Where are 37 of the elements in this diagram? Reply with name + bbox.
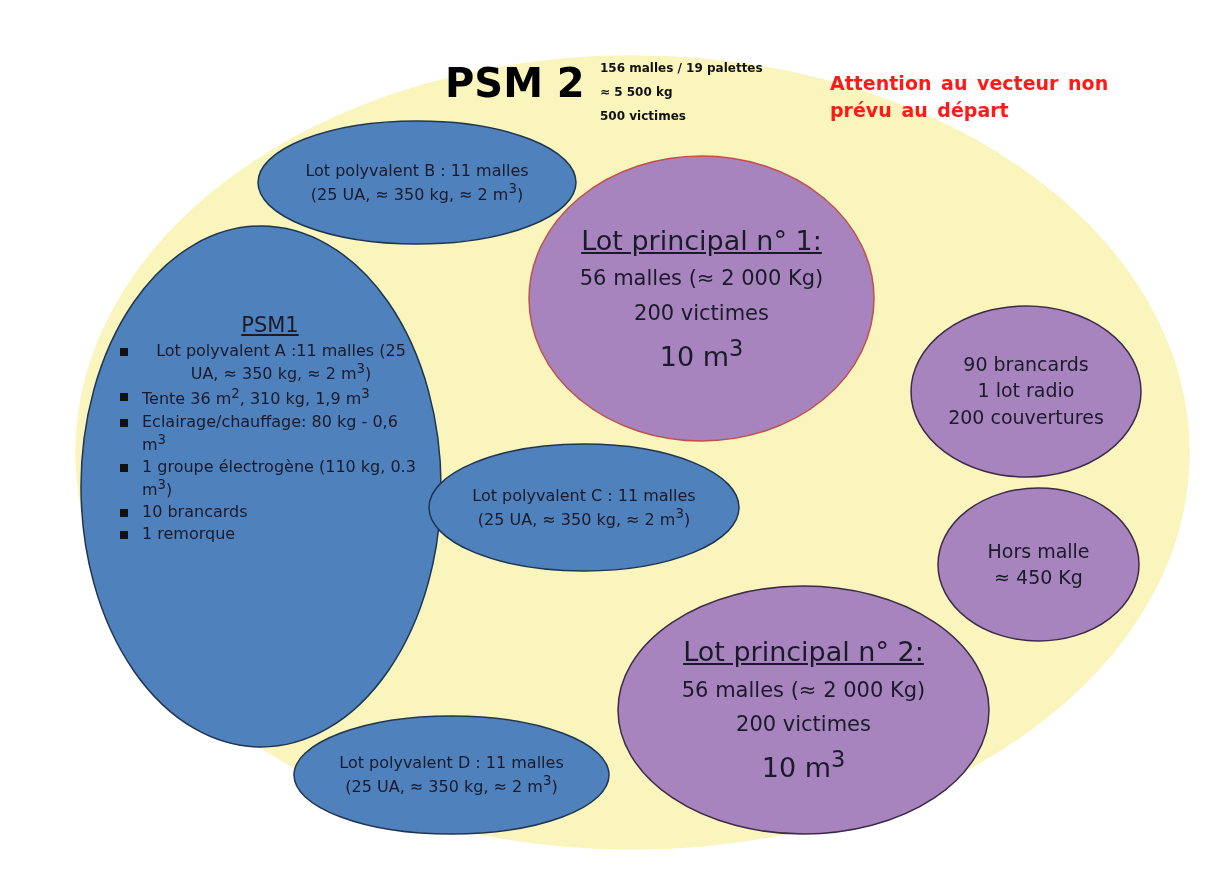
ellipse-text: 56 malles (≈ 2 000 Kg) — [681, 676, 926, 703]
ellipse-text: ≈ 450 Kg — [994, 566, 1083, 590]
heading: Lot principal n° 1: — [581, 223, 822, 258]
ellipse-text: 1 lot radio — [977, 379, 1075, 404]
ellipse-shape — [528, 155, 875, 442]
ellipse-text: 10 m$^{3}$ — [659, 333, 744, 374]
ellipse-text: Lot polyvalent D : 11 malles (25 UA, ≈ 350 kg, ≈ 2 m$^{3}$) — [338, 753, 565, 797]
list-item: 1 groupe électrogène (110 kg, 0.3 m$^{3}$) — [142, 457, 417, 501]
stat-text: 500 victimes — [600, 109, 686, 123]
list-item: 1 remorque — [142, 524, 236, 545]
stat-text: ≈ 5 500 kg — [600, 85, 673, 99]
heading: PSM1 — [241, 313, 299, 337]
ellipse-text: 200 victimes — [736, 711, 871, 738]
ellipse-shape — [80, 225, 442, 748]
list-item: 10 brancards — [142, 502, 248, 523]
ellipse-shape — [257, 120, 577, 245]
list-item: Lot polyvalent A :11 malles (25 UA, ≈ 350 kg, ≈ 2 m$^{3}$) — [155, 341, 407, 385]
group-ellipse — [75, 55, 1190, 850]
ellipse-text: Hors malle — [987, 539, 1090, 563]
ellipse-shape — [293, 715, 610, 835]
ellipse-text: 90 brancards — [963, 352, 1089, 377]
ellipse-text: 10 m$^{3}$ — [761, 745, 846, 785]
list-item: Eclairage/chauffage: 80 kg - 0,6 m$^{3}$ — [142, 411, 399, 455]
ellipse-shape — [910, 305, 1142, 478]
ellipse-text: 200 couvertures — [948, 406, 1104, 431]
ellipse-shape — [617, 585, 990, 835]
ellipse-text: Lot polyvalent C : 11 malles (25 UA, ≈ 350 kg, ≈ 2 m$^{3}$) — [471, 485, 697, 530]
warning-note: Attention au vecteur non prévu au départ — [830, 71, 1110, 123]
ellipse-text: Lot polyvalent B : 11 malles (25 UA, ≈ 350 kg, ≈ 2 m$^{3}$) — [304, 160, 530, 205]
ellipse-shape — [428, 443, 740, 572]
ellipse-shape — [937, 487, 1140, 642]
stat-text: 156 malles / 19 palettes — [600, 61, 763, 75]
title: PSM 2 — [445, 60, 585, 106]
list-item: Tente 36 m$^{2}$, 310 kg, 1,9 m$^{3}$ — [142, 386, 370, 410]
ellipse-text: 56 malles (≈ 2 000 Kg) — [579, 265, 824, 292]
heading: Lot principal n° 2: — [683, 635, 924, 669]
ellipse-text: 200 victimes — [634, 299, 769, 326]
